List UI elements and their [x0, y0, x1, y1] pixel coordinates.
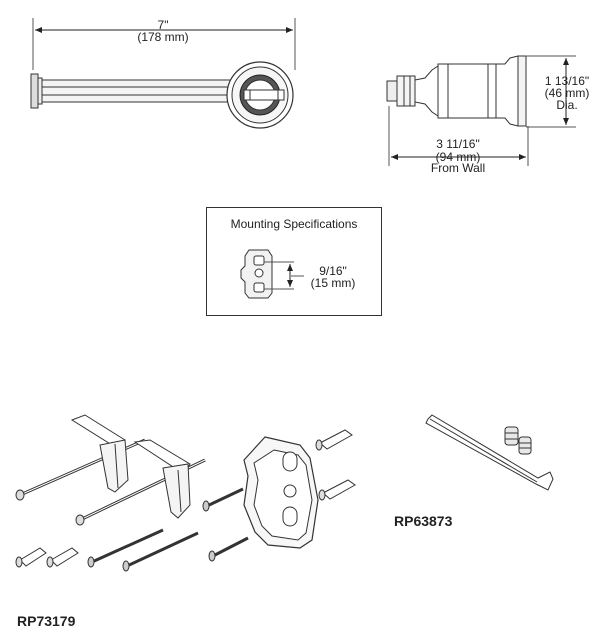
wall-anchor — [318, 479, 356, 501]
screw — [122, 531, 199, 572]
mounting-spacing-inches: 9/16" — [319, 264, 347, 278]
hex-key-kit — [425, 414, 554, 491]
mounting-specifications-title: Mounting Specifications — [230, 217, 358, 231]
toggle-bolt-long — [15, 414, 146, 501]
projection-inches: 3 11/16" — [436, 137, 480, 151]
wall-anchor — [315, 429, 353, 451]
projection-mm: (94 mm) — [435, 150, 481, 164]
set-screw — [504, 426, 519, 446]
screw — [202, 487, 244, 512]
part-number-hardware-kit: RP73179 — [17, 613, 76, 629]
projection-label: From Wall — [430, 161, 486, 175]
holder-top-view — [30, 18, 296, 129]
screw — [208, 536, 249, 562]
mounting-plate — [243, 436, 319, 549]
wall-anchor — [15, 547, 47, 568]
diameter-mm: (46 mm) — [544, 86, 590, 100]
mounting-hardware-kit — [15, 414, 356, 572]
width-mm: (178 mm) — [137, 30, 189, 44]
mounting-specifications-box: Mounting Specifications — [206, 207, 382, 316]
part-number-hex-kit: RP63873 — [394, 513, 453, 529]
mounting-spacing-mm: (15 mm) — [310, 276, 356, 290]
set-screw — [518, 436, 532, 455]
diameter-inches: 1 13/16" — [544, 74, 590, 88]
wall-anchor — [46, 547, 79, 568]
holder-side-view — [386, 55, 576, 166]
width-inches: 7" — [157, 18, 169, 32]
mounting-bracket-icon — [240, 249, 304, 299]
diameter-label: Dia. — [556, 98, 578, 112]
screw — [87, 528, 164, 568]
hex-key-icon — [425, 414, 554, 491]
toggle-bolt-long — [75, 439, 206, 526]
